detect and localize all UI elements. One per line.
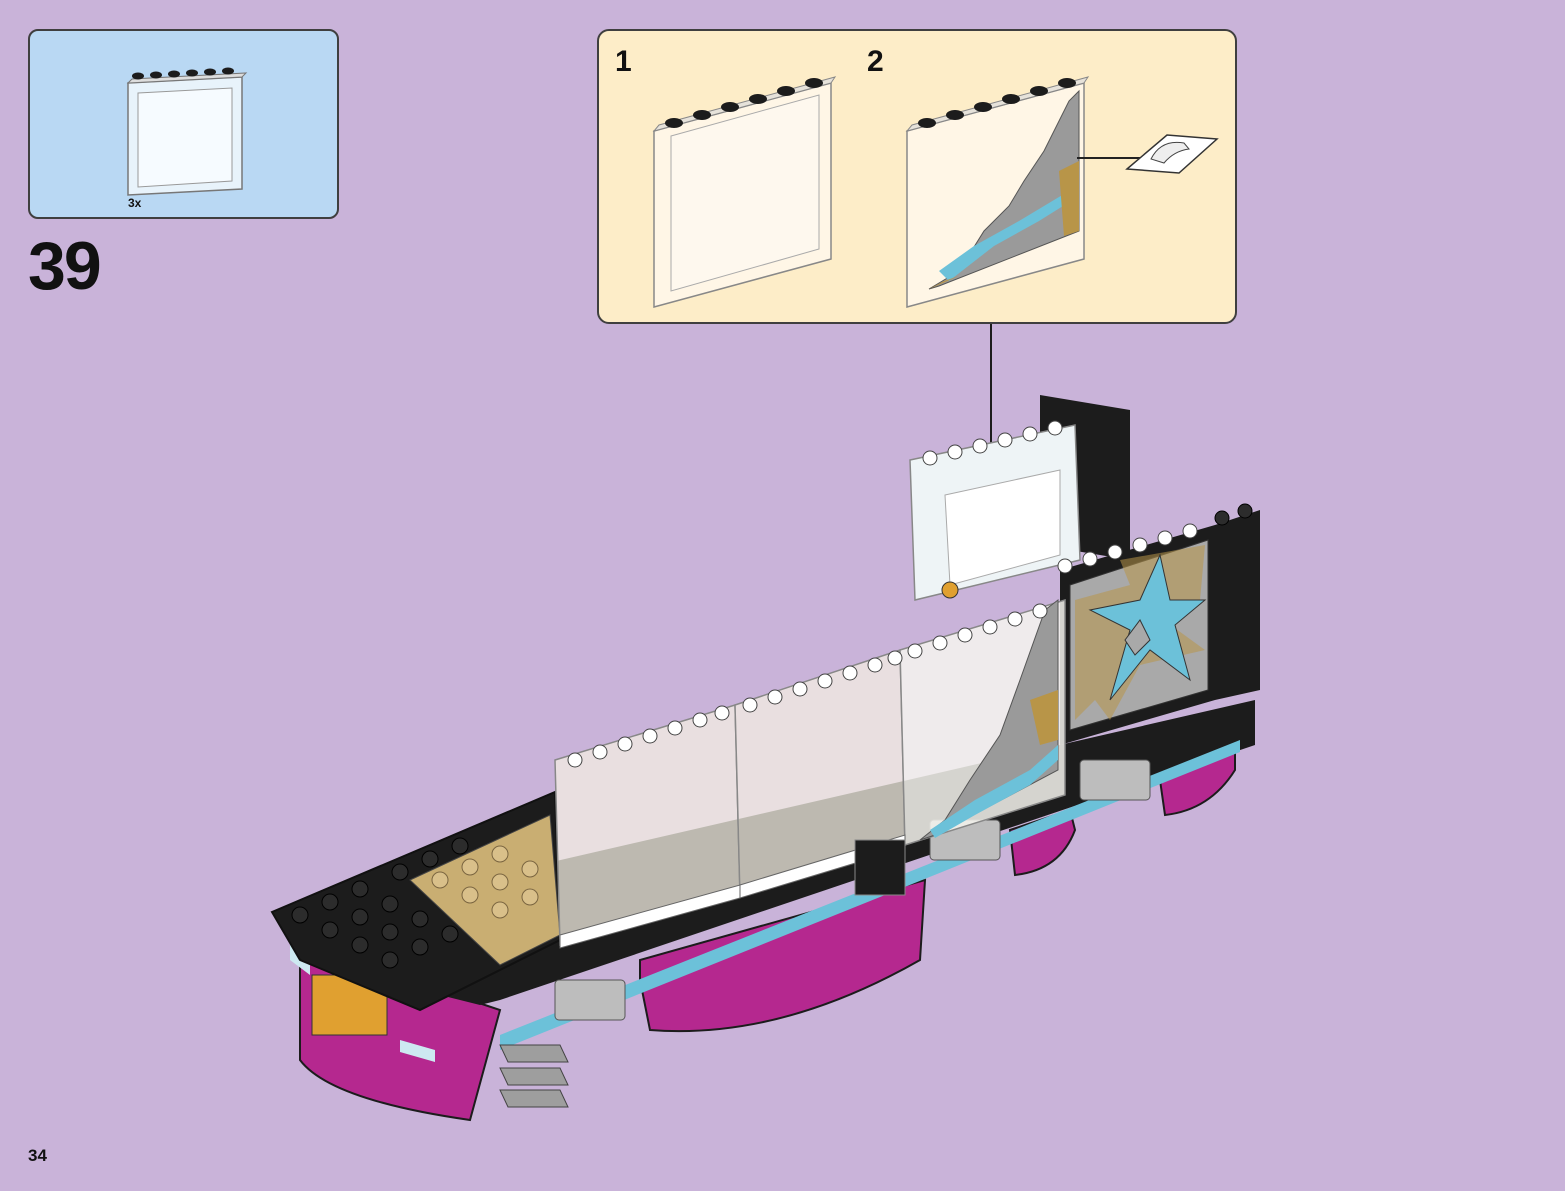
- star-sticker-wall: [1058, 504, 1260, 745]
- mountain-sticker-icon: [1127, 135, 1217, 173]
- bus-top-deck: [272, 792, 560, 1010]
- bus-chassis: [290, 700, 1255, 1120]
- sub-assembly-callout: 1 2: [597, 29, 1237, 324]
- transparent-panel-icon: [30, 31, 341, 221]
- step-number: 39: [28, 232, 100, 300]
- rear-tower: [910, 395, 1130, 600]
- transparent-side-panels: [555, 600, 1065, 948]
- stickered-panel-icon: [907, 77, 1144, 307]
- parts-list-box: 3x: [28, 29, 339, 219]
- page-number: 34: [28, 1146, 47, 1166]
- transparent-panel-icon: [654, 77, 835, 307]
- arrow-down-icon: [984, 555, 998, 575]
- part-quantity: 3x: [128, 196, 141, 210]
